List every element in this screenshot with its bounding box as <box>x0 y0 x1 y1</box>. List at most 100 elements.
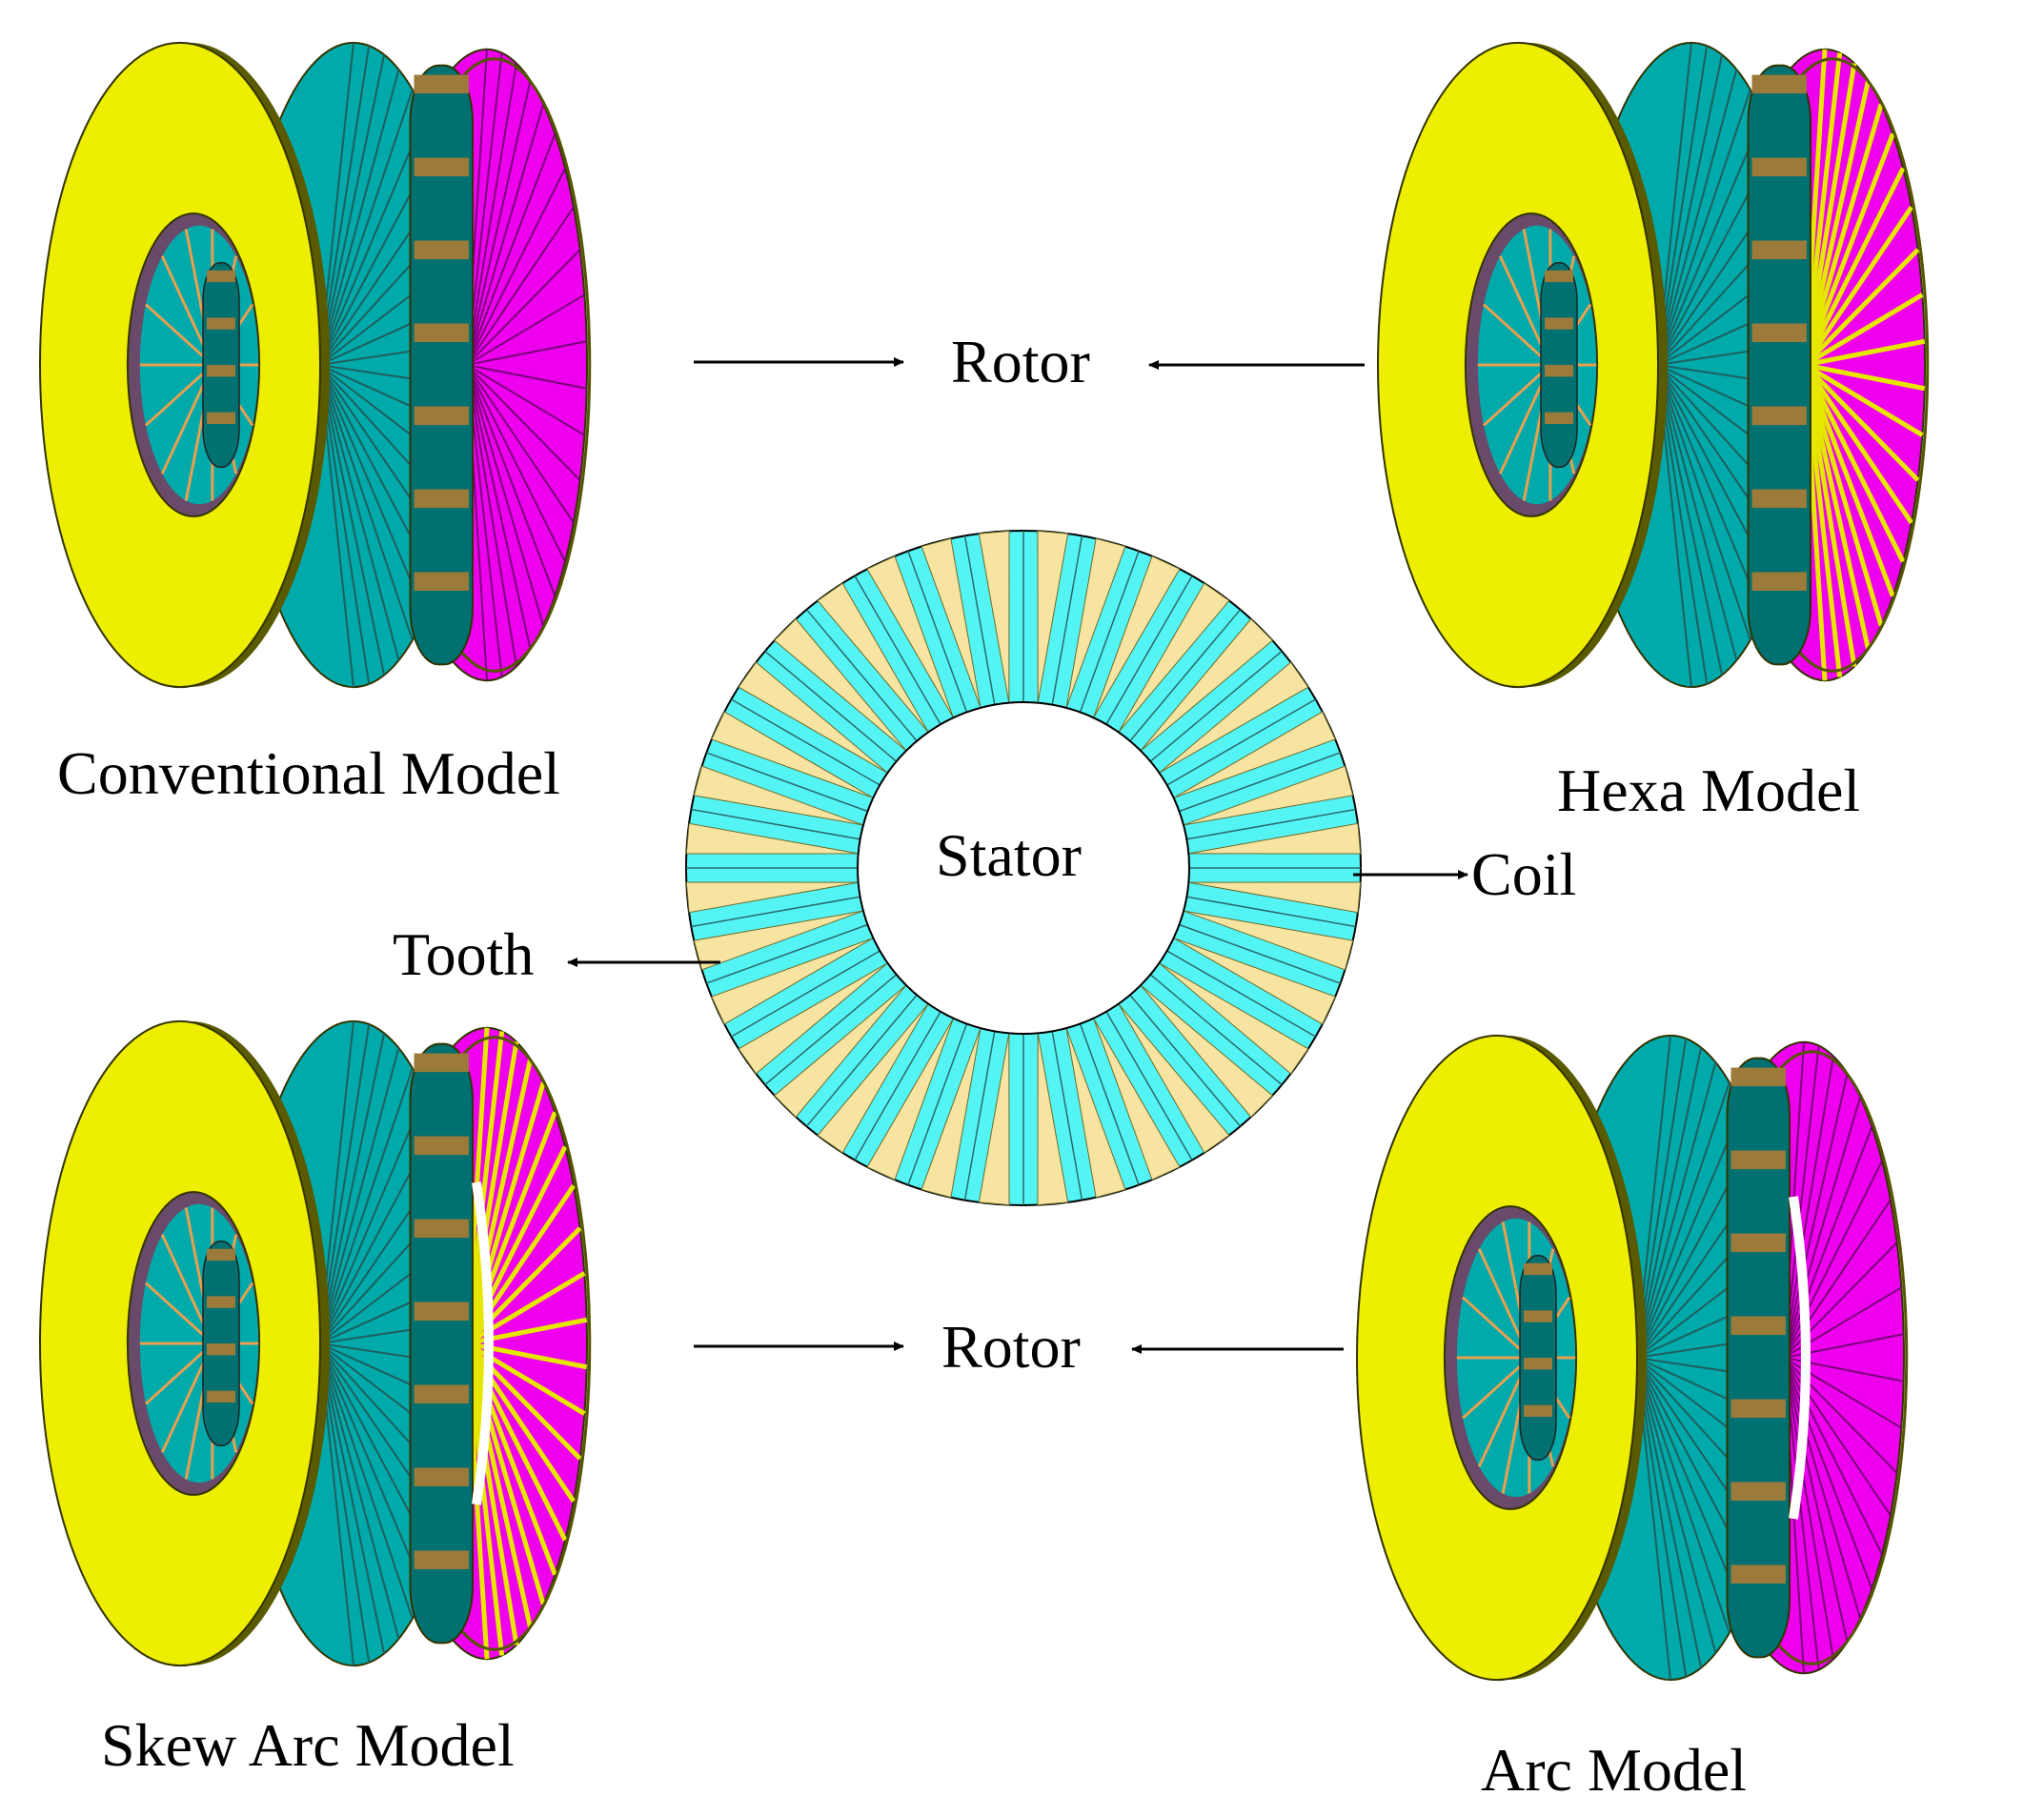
stator-coil <box>1037 1033 1069 1206</box>
stator-coil <box>1183 910 1354 971</box>
magnet-gap <box>466 364 532 650</box>
inner-coil-block <box>1524 1310 1552 1322</box>
tooth-edge-3d <box>318 1342 414 1620</box>
stator-tooth-edge <box>1179 923 1341 984</box>
inner-coil-block <box>1524 1404 1552 1418</box>
label-arc-model: Arc Model <box>1481 1736 1748 1804</box>
hexa-model <box>1377 41 1930 689</box>
magnet-gap <box>466 364 566 562</box>
stator-coil <box>738 661 888 774</box>
magnet-gap <box>466 364 587 390</box>
magnet-gap <box>1802 363 1906 563</box>
coil-block-3d <box>414 1467 469 1487</box>
stator-coil <box>866 555 954 718</box>
stator-coil <box>1183 765 1354 826</box>
coil-block-3d <box>414 1550 469 1570</box>
tooth-edge-3d <box>318 69 400 366</box>
stator-yoke-band <box>409 64 474 666</box>
stator-coil <box>773 617 907 752</box>
magnet-gap <box>464 1081 546 1344</box>
coil-block-3d <box>414 157 469 177</box>
magnet-gap <box>466 80 532 366</box>
stator-coil <box>866 1018 954 1180</box>
stator-tooth-edge <box>1105 1011 1193 1160</box>
tooth-edge-3d <box>318 364 414 641</box>
stator-coil <box>1118 582 1230 733</box>
stator-tooth-edge <box>907 551 968 713</box>
tooth-edge-3d <box>1635 1357 1730 1634</box>
magnet-gap <box>464 1041 519 1344</box>
coil-block-3d <box>1730 1482 1786 1502</box>
stator-yoke-band <box>409 1042 474 1644</box>
tooth-edge-3d <box>1656 364 1738 661</box>
tooth-edge-3d <box>1635 1357 1717 1654</box>
label-rotor-bottom: Rotor <box>941 1313 1081 1381</box>
label-tooth: Tooth <box>393 920 535 988</box>
stator-coil <box>1173 938 1336 1025</box>
coil-block-3d <box>1730 1233 1786 1253</box>
magnet-gap <box>466 364 557 597</box>
magnet-gap <box>464 1342 546 1605</box>
inner-coil-edge <box>1461 1296 1531 1360</box>
stator-coil <box>738 962 888 1075</box>
coil-block-3d <box>1751 406 1807 426</box>
magnet-gap <box>464 1342 568 1542</box>
coil-block-3d <box>414 1384 469 1404</box>
tooth-edge-3d <box>1656 364 1751 641</box>
magnet-gap <box>1803 248 1920 367</box>
magnet-gap <box>1802 363 1914 524</box>
label-hexa-model: Hexa Model <box>1557 757 1861 824</box>
tooth-edge-3d <box>318 364 386 676</box>
stator-coil <box>1065 1027 1126 1199</box>
magnet-gap <box>466 364 545 626</box>
stator-coil <box>1140 984 1274 1119</box>
stator-coil <box>685 822 859 855</box>
tooth-edge-3d <box>318 1093 427 1344</box>
tooth-edge-3d <box>318 89 414 366</box>
stator-coil <box>1037 530 1069 703</box>
inner-coil-edge <box>144 1342 214 1405</box>
magnet-gap <box>1802 103 1884 366</box>
stator-tooth-edge <box>907 1023 968 1185</box>
stator-coil <box>693 765 864 826</box>
coil-block-3d <box>414 406 469 426</box>
coil-block-3d <box>1751 240 1807 260</box>
stator-coil <box>1140 617 1274 752</box>
magnet-gap <box>466 364 517 667</box>
stator-tooth-edge <box>805 994 918 1127</box>
coil-block-3d <box>414 572 469 592</box>
tooth-edge-3d <box>1635 1081 1730 1359</box>
magnet-gap <box>1783 1357 1883 1555</box>
stator-coil <box>1173 711 1336 798</box>
tooth-edge-3d <box>318 54 386 366</box>
magnet-gap <box>1803 362 1924 437</box>
magnet-gap <box>1783 1056 1834 1359</box>
magnet-gap <box>464 1342 533 1628</box>
label-coil: Coil <box>1471 840 1577 908</box>
inner-coil-edge <box>1482 303 1552 367</box>
stator-coil <box>978 530 1010 703</box>
tooth-edge-3d <box>1635 1107 1744 1359</box>
magnet-gap <box>1802 167 1906 367</box>
inner-coil-edge <box>144 303 214 367</box>
stator-tooth-edge <box>854 1011 941 1160</box>
coil-block-3d <box>1730 1316 1786 1336</box>
inner-coil-block <box>207 317 235 330</box>
stator-tooth-edge <box>691 896 860 928</box>
magnet-gap <box>464 1342 557 1576</box>
magnet-gap <box>464 1342 519 1645</box>
magnet-gap <box>1783 1357 1873 1590</box>
tooth-edge-3d <box>318 1033 386 1344</box>
magnet-gap <box>1803 363 1920 482</box>
coil-block-3d <box>1730 1150 1786 1170</box>
label-skew-arc-model: Skew Arc Model <box>101 1711 515 1779</box>
stator-tooth-edge <box>1186 896 1356 928</box>
inner-coil-block <box>207 270 235 283</box>
label-conventional-model: Conventional Model <box>57 739 560 807</box>
magnet-gap <box>466 132 557 366</box>
tooth-edge-3d <box>318 1067 414 1344</box>
magnet-gap <box>466 293 585 366</box>
inner-coil-edge <box>1461 1356 1531 1420</box>
magnet-gap <box>1802 364 1884 627</box>
inner-coil-edge <box>144 1281 214 1345</box>
